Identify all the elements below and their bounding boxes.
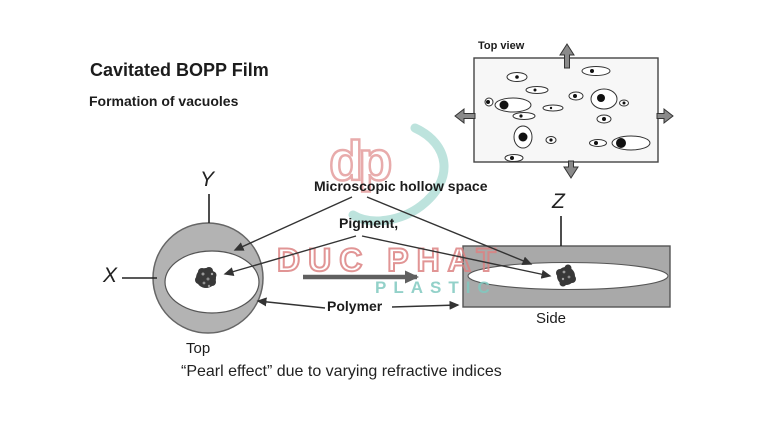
pigment-dot xyxy=(515,75,519,79)
hollow-space-pointer-right xyxy=(366,196,533,265)
polymer-label: Polymer xyxy=(327,298,383,314)
watermark-line1: DUC PHAT xyxy=(276,241,504,279)
arrow-left-icon xyxy=(454,107,476,125)
arrow-down-icon xyxy=(563,160,579,179)
vacuole xyxy=(542,104,564,112)
axis-lines xyxy=(122,194,562,279)
pigment-label: Pigment, xyxy=(339,215,399,231)
pigment-dot xyxy=(486,100,490,104)
hollow-space-label: Microscopic hollow space xyxy=(314,178,488,194)
pigment-dot xyxy=(622,101,626,105)
arrow-right-icon xyxy=(656,107,674,125)
page-title: Cavitated BOPP Film xyxy=(90,60,269,80)
arrow-up-icon xyxy=(559,43,575,69)
pigment-dot xyxy=(616,138,626,148)
pigment-dot xyxy=(518,132,528,142)
axis-y-label: Y xyxy=(200,168,215,191)
pigment-dot xyxy=(597,94,605,102)
axis-z-label: Z xyxy=(552,190,565,213)
vacuole xyxy=(525,86,549,94)
side-section-caption: Side xyxy=(536,310,567,327)
side-section-pigment-particle xyxy=(556,264,576,287)
pigment-dot xyxy=(533,88,537,92)
logo-monogram: dp xyxy=(329,129,390,192)
pigment-pointer-left xyxy=(223,235,357,276)
pigment-dot xyxy=(519,114,523,118)
pigment-dot xyxy=(573,94,577,98)
watermark-line2: PLASTIC xyxy=(375,278,497,297)
pigment-pointer-right xyxy=(361,235,552,279)
vacuole xyxy=(512,112,536,120)
top-view-label: Top view xyxy=(478,40,525,52)
pearl-effect-caption: “Pearl effect” due to varying refractive… xyxy=(181,363,502,380)
pigment-dot xyxy=(549,138,553,142)
duc-phat-logo-icon: dp xyxy=(328,123,449,226)
vacuole xyxy=(581,66,611,76)
pigment-dot xyxy=(590,69,594,73)
top-section-pigment-particle xyxy=(195,267,217,288)
page-subtitle: Formation of vacuoles xyxy=(89,93,239,109)
polymer-pointer-right xyxy=(391,300,460,310)
pigment-dot xyxy=(602,117,606,121)
pigment-dot xyxy=(499,100,509,110)
hollow-space-pointer-left xyxy=(233,196,353,251)
axis-x-label: X xyxy=(103,264,118,287)
vacuoles-group xyxy=(484,66,651,162)
polymer-pointer-left xyxy=(256,297,326,309)
pigment-dot xyxy=(594,141,598,145)
stretch-arrows xyxy=(454,43,674,179)
pigment-dot xyxy=(510,156,514,160)
top-section-caption: Top xyxy=(186,340,211,357)
pigment-dot xyxy=(549,106,553,110)
